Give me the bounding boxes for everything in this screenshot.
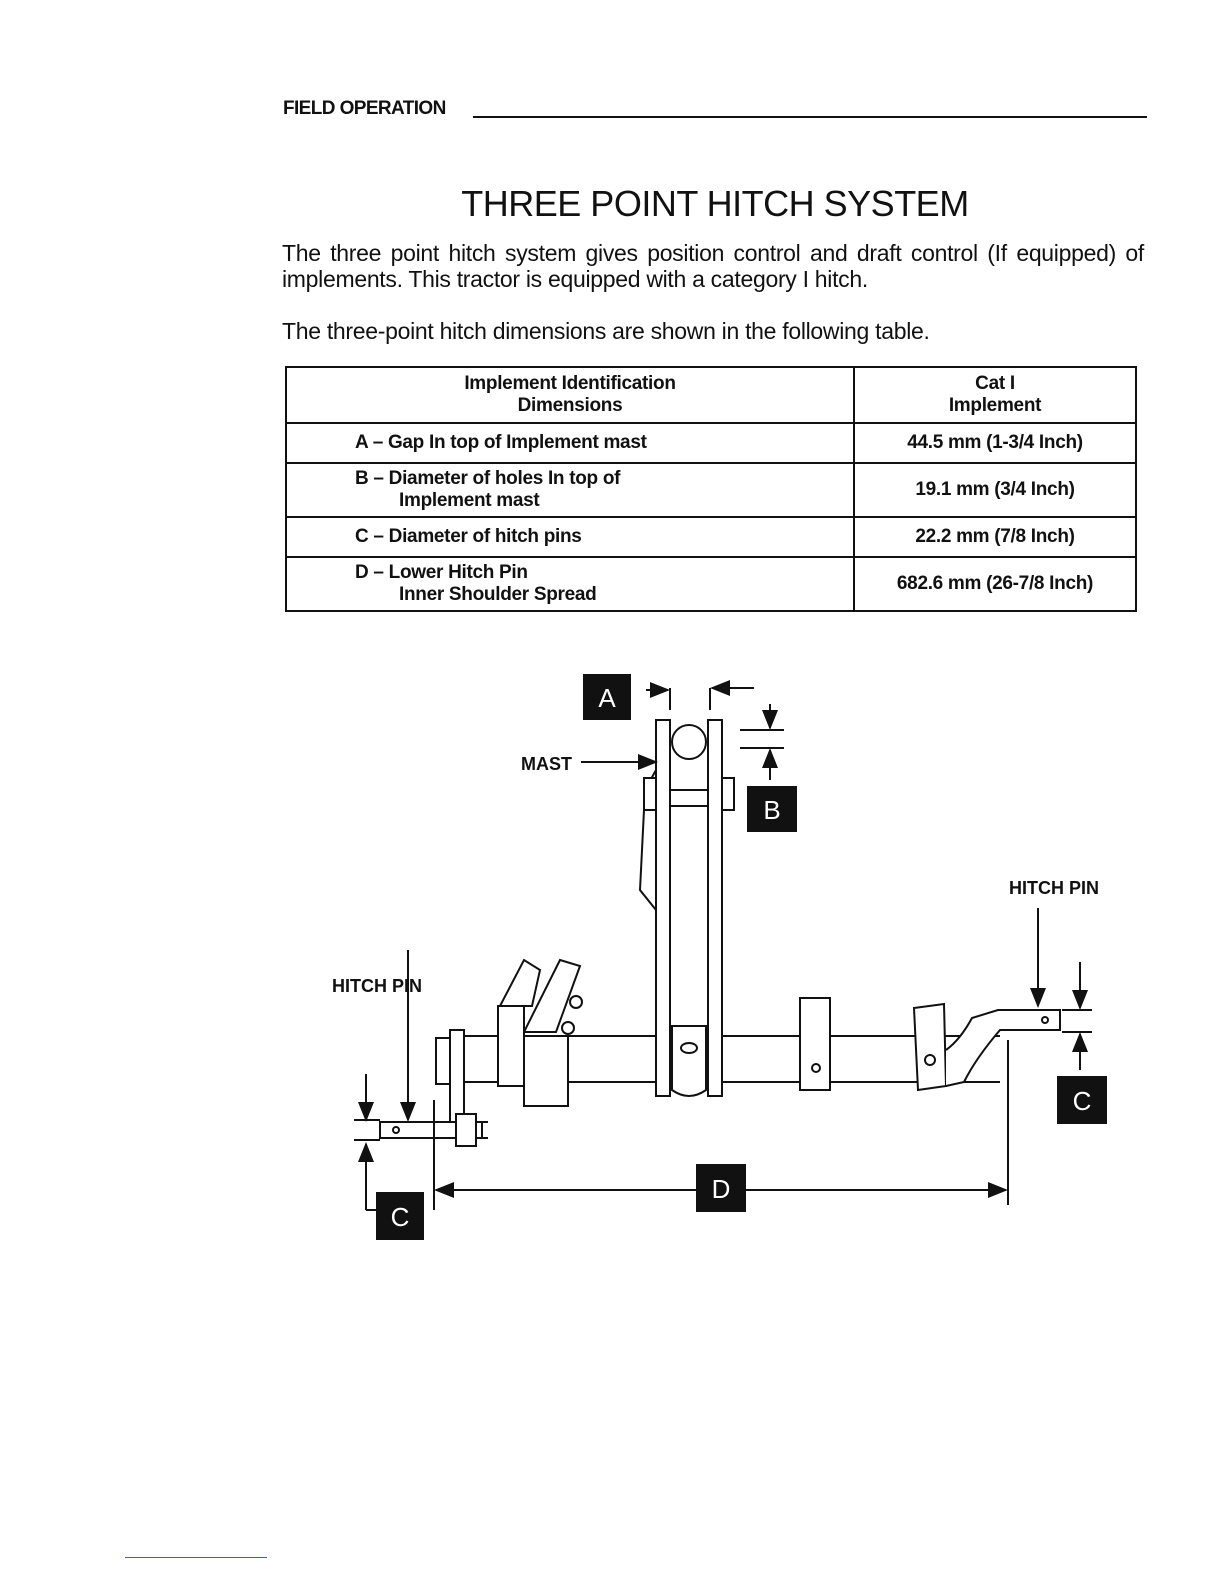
dimension-value: 682.6 mm (26-7/8 Inch) — [853, 556, 1137, 612]
svg-text:A: A — [598, 683, 616, 713]
dimension-label: B – Diameter of holes In top of Implemen… — [285, 462, 855, 518]
hitch-dimensions-table: Implement Identification Dimensions Cat … — [285, 366, 1137, 612]
table-row: A – Gap In top of Implement mast 44.5 mm… — [285, 422, 1137, 464]
page-header: FIELD OPERATION — [283, 98, 1147, 120]
mast-plate-right — [707, 719, 723, 1097]
intro-paragraph: The three point hitch system gives posit… — [282, 240, 1144, 292]
dimension-value: 22.2 mm (7/8 Inch) — [853, 516, 1137, 558]
header-rule — [473, 116, 1147, 118]
dimension-label: A – Gap In top of Implement mast — [285, 422, 855, 464]
table-row: C – Diameter of hitch pins 22.2 mm (7/8 … — [285, 516, 1137, 558]
hitch-pin-right-label: HITCH PIN — [1009, 878, 1099, 898]
svg-text:C: C — [391, 1202, 410, 1232]
mast-top-pin — [671, 724, 707, 760]
table-row: D – Lower Hitch Pin Inner Shoulder Sprea… — [285, 556, 1137, 612]
mast-label: MAST — [521, 754, 572, 774]
svg-text:D: D — [712, 1174, 731, 1204]
table-header-row: Implement Identification Dimensions Cat … — [285, 366, 1137, 424]
column-header-dimension: Implement Identification Dimensions — [285, 366, 855, 424]
table-row: B – Diameter of holes In top of Implemen… — [285, 462, 1137, 518]
three-point-hitch-diagram: MAST HITCH PIN HITCH PIN A B C C D — [332, 674, 1107, 1240]
dimension-label: D – Lower Hitch Pin Inner Shoulder Sprea… — [285, 556, 855, 612]
marker-c-left: C — [376, 1192, 424, 1240]
marker-d: D — [696, 1164, 746, 1212]
svg-text:B: B — [763, 795, 780, 825]
column-header-cat-i: Cat I Implement — [853, 366, 1137, 424]
dimension-value: 19.1 mm (3/4 Inch) — [853, 462, 1137, 518]
section-name: FIELD OPERATION — [283, 98, 448, 120]
dimension-label: C – Diameter of hitch pins — [285, 516, 855, 558]
page-title: THREE POINT HITCH SYSTEM — [461, 183, 969, 224]
dimension-value: 44.5 mm (1-3/4 Inch) — [853, 422, 1137, 464]
mast-plate-left — [655, 719, 671, 1097]
marker-c-right: C — [1057, 1076, 1107, 1124]
marker-a: A — [583, 674, 631, 720]
hitch-pin-left-label: HITCH PIN — [332, 976, 422, 996]
marker-b: B — [747, 786, 797, 832]
table-intro-paragraph: The three-point hitch dimensions are sho… — [282, 318, 930, 344]
svg-text:C: C — [1073, 1086, 1092, 1116]
footer-line — [125, 1557, 267, 1558]
